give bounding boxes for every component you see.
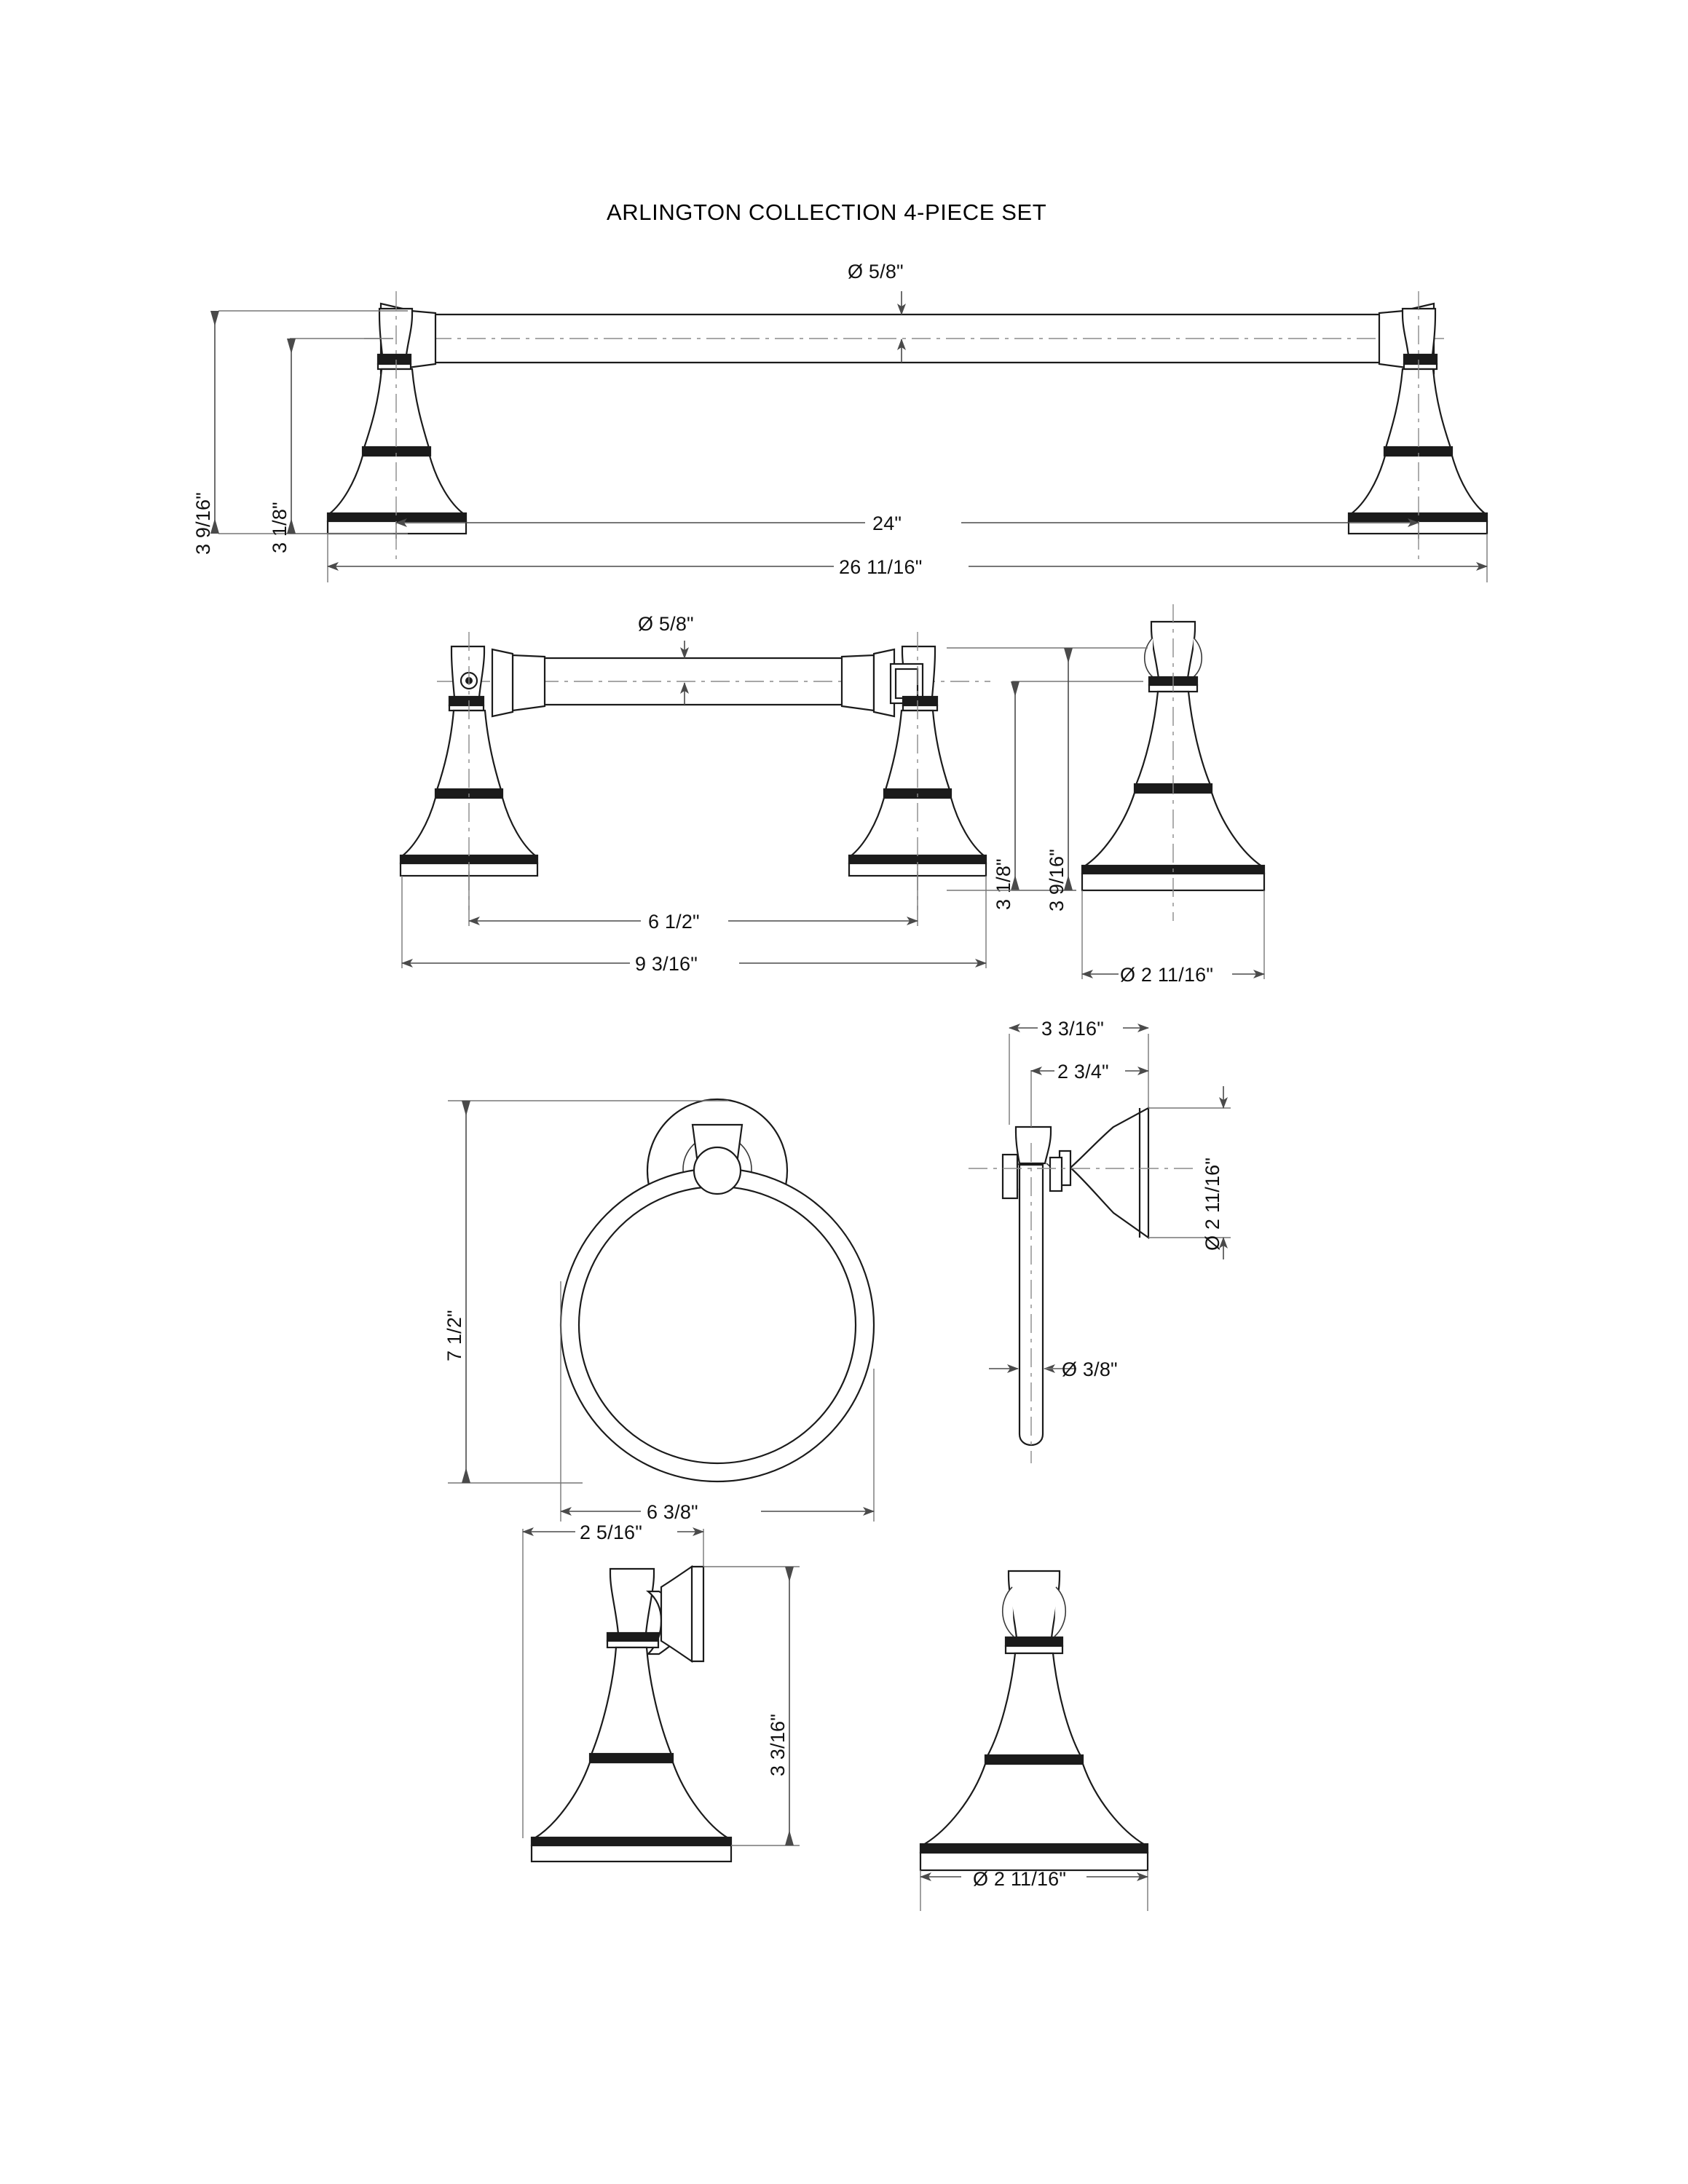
dim-overall-length-26-11-16: 26 11/16" [327, 534, 1488, 582]
dim-label-tissue-projection-post: 2 3/4" [1057, 1061, 1109, 1083]
towel-bar-tube [364, 313, 1449, 364]
dim-label-ring-width: 6 3/8" [647, 1501, 698, 1523]
dim-bar-diameter-24: Ø 5/8" [848, 261, 906, 363]
dim-label-tissue-rod-diameter: Ø 3/8" [1062, 1358, 1118, 1380]
dim-label-short-overall-length: 9 3/16" [635, 953, 698, 975]
short-bar-left-post [399, 632, 546, 910]
dim-tissue-projection-post: 2 3/4" [1030, 1061, 1149, 1127]
dim-label-robe-hook-front-diameter: Ø 2 11/16" [973, 1868, 1066, 1890]
dim-robe-hook-height: 3 3/16" [703, 1566, 800, 1846]
view-robe-hook-side: 2 5/16" 3 3/16" [522, 1522, 800, 1863]
dim-label-post-base-diameter: Ø 2 11/16" [1120, 964, 1213, 986]
dim-center-to-center-24: 24" [395, 513, 1419, 539]
dim-short-center-to-center: 6 1/2" [468, 863, 918, 933]
dim-ring-height: 7 1/2" [443, 1100, 728, 1484]
robe-hook-flange [690, 1565, 705, 1663]
towel-bar-left-post [326, 291, 468, 561]
ring-inner [577, 1185, 857, 1465]
short-bar-right-post [840, 632, 987, 910]
dim-post-base-diameter: Ø 2 11/16" [1081, 890, 1265, 986]
dim-tissue-projection-overall: 3 3/16" [1009, 1018, 1149, 1125]
dim-label-post-side-height: 3 1/8" [993, 858, 1014, 910]
dim-post-height-3-1-8: 3 1/8" [269, 338, 393, 553]
robe-hook-neck [609, 1567, 655, 1635]
dim-tissue-flange-diameter: Ø 2 11/16" [1148, 1086, 1231, 1259]
dim-label-center-to-center: 24" [872, 513, 902, 534]
ring-pivot-hub [693, 1146, 742, 1195]
dim-post-side-3-9-16: 3 9/16" [947, 647, 1148, 911]
dim-label-overall-height: 3 9/16" [192, 492, 214, 555]
dim-label-ring-height: 7 1/2" [443, 1310, 465, 1361]
dim-label-robe-hook-projection: 2 5/16" [580, 1522, 642, 1543]
dim-ring-width: 6 3/8" [560, 1281, 875, 1523]
towel-bar-right-post [1347, 291, 1488, 561]
tissue-neck [1001, 1125, 1063, 1200]
dim-post-side-3-1-8: 3 1/8" [993, 681, 1143, 910]
dim-label-post-height: 3 1/8" [269, 502, 291, 553]
view-tissue-holder-side: 3 3/16" 2 3/4" Ø 2 11/16" Ø 3/8" [969, 1018, 1231, 1463]
dim-label-overall-length: 26 11/16" [839, 556, 922, 578]
page-title: ARLINGTON COLLECTION 4-PIECE SET [607, 199, 1046, 225]
dim-label-short-center-to-center: 6 1/2" [648, 911, 700, 933]
dim-tissue-rod-diameter: Ø 3/8" [989, 1358, 1118, 1380]
view-towel-bar-24: Ø 5/8" 3 9/16" 3 1/8" 24" [192, 261, 1488, 582]
dim-label-short-bar-diameter: Ø 5/8" [638, 613, 694, 635]
dim-label-post-side-overall: 3 9/16" [1046, 849, 1068, 911]
dim-robe-hook-projection: 2 5/16" [522, 1522, 704, 1838]
dim-label-robe-hook-height: 3 3/16" [767, 1714, 789, 1776]
dim-label-tissue-flange-diameter: Ø 2 11/16" [1202, 1158, 1223, 1251]
dim-robe-hook-front-diameter: Ø 2 11/16" [920, 1868, 1148, 1911]
view-towel-ring: 7 1/2" 6 3/8" [443, 1098, 875, 1523]
dim-label-tissue-projection-overall: 3 3/16" [1041, 1018, 1104, 1040]
dim-short-overall-length: 9 3/16" [401, 876, 987, 975]
tissue-rod [1018, 1143, 1044, 1463]
robe-hook-front-neck [1007, 1570, 1061, 1639]
view-robe-hook-front: Ø 2 11/16" [919, 1570, 1149, 1911]
view-post-side: 3 1/8" 3 9/16" Ø 2 11/16" [947, 604, 1266, 986]
view-towel-bar-6-5: Ø 5/8" 6 1/2" 9 3/16" [399, 604, 1266, 986]
dim-bar-diameter-short: Ø 5/8" [638, 613, 694, 705]
dim-label-bar-diameter: Ø 5/8" [848, 261, 904, 282]
